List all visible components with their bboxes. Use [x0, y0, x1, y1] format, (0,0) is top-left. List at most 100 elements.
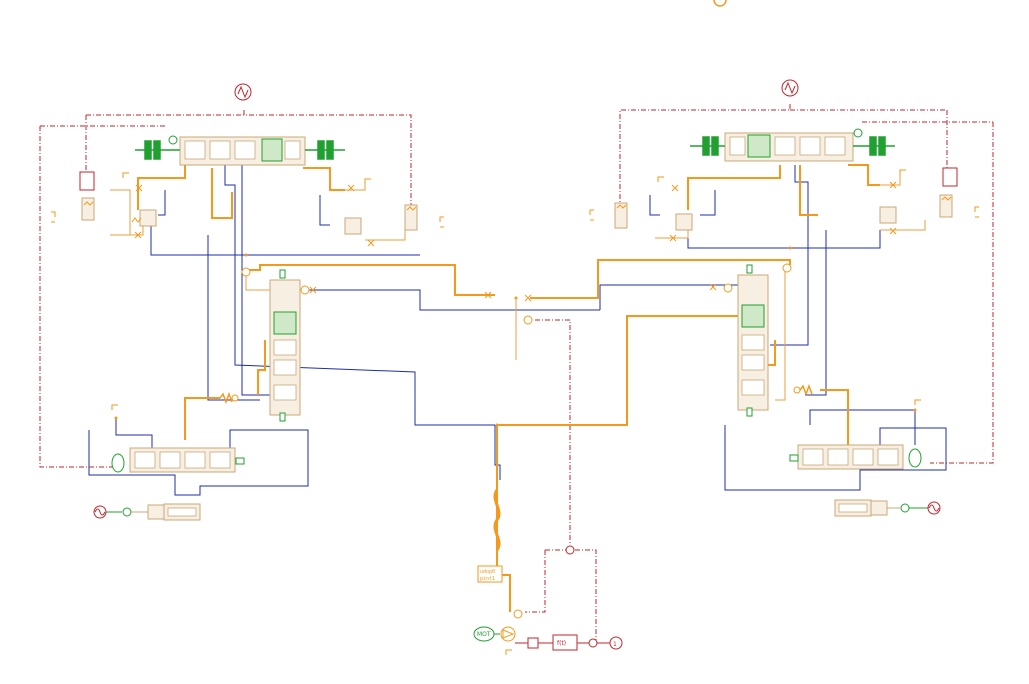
pump-group[interactable]: udop0 pint1 MOT f(t) 1: [473, 545, 623, 651]
orifice-icon: [309, 286, 317, 294]
top-indicator-icon: [713, 0, 727, 7]
orifice-icon: [135, 184, 143, 192]
right-gain-icon: [900, 503, 910, 513]
signal-line-left-outer: [243, 110, 412, 205]
signal-lines: [39, 104, 994, 642]
hydraulic-lines: [137, 164, 880, 612]
signal-line-left-top: [40, 125, 166, 128]
return-line-left-5: [88, 429, 309, 496]
orifice-icon: [367, 239, 375, 247]
pressure-line-right-valve: [687, 165, 781, 210]
left-speed-sensor[interactable]: [168, 135, 178, 145]
orifices: [134, 181, 897, 302]
tank-icon: [657, 176, 664, 182]
signal-line-bottom-loop: [545, 549, 597, 642]
return-line-left-9: [309, 289, 520, 311]
right-relief-valve[interactable]: [614, 167, 958, 231]
pressure-sensor-icon: [513, 609, 523, 619]
left-valve-position-sensor: [111, 453, 125, 473]
return-line-right-1: [687, 225, 881, 249]
tank-icon: [111, 404, 118, 410]
signal-junction-icon: [565, 545, 575, 555]
motor-block-left: [261, 138, 283, 162]
left-hydraulic-cylinder[interactable]: [269, 269, 301, 422]
right-accumulator-icon: [793, 386, 801, 394]
left-top-signal-source-icon[interactable]: [234, 83, 252, 101]
pressure-line-right-act2: [768, 340, 776, 366]
pressure-line-left-act2: [257, 340, 266, 395]
left-motor-icon: [147, 504, 165, 520]
left-valve-block[interactable]: [179, 136, 306, 166]
pilot-line-left-vert: [245, 270, 270, 291]
right-top-signal-source-icon[interactable]: [781, 79, 799, 97]
hose-flexible: [493, 489, 501, 551]
right-spring-accumulator-icon: [799, 383, 813, 397]
tank-icon: [589, 209, 594, 221]
tank-icon: [122, 172, 129, 178]
left-command-chain[interactable]: [93, 503, 201, 521]
gauge-text-2: pint1: [480, 576, 495, 582]
tanks: [51, 169, 979, 655]
tank-icon: [439, 216, 444, 228]
right-mechanical-shaft: [690, 136, 895, 156]
pressure-line-center-right: [530, 259, 791, 299]
signal-line-right-outer: [619, 104, 791, 205]
right-cylinder-top-sensor: [746, 264, 753, 274]
pressure-line-right-valve2: [799, 165, 818, 216]
right-hydraulic-cylinder[interactable]: [737, 264, 769, 417]
orifice-icon: [889, 181, 897, 189]
orifice-icon: [347, 184, 355, 192]
return-line-left-8: [319, 195, 330, 226]
pilot-line-right-vert: [775, 270, 786, 401]
right-speed-sensor[interactable]: [853, 128, 863, 138]
return-line-right-3: [805, 230, 827, 396]
pressure-sensor-icon: [723, 283, 733, 293]
pressure-sensors[interactable]: [241, 263, 792, 619]
pressure-line-to-pump: [497, 574, 511, 612]
signal-line-bottom-left: [525, 550, 546, 613]
pressure-line-right-r: [848, 164, 880, 186]
orifice-icon: [134, 231, 142, 239]
orifice-icon: [524, 294, 532, 302]
tank-icon: [505, 649, 512, 655]
tank-icon: [974, 206, 979, 218]
orifice-icon: [889, 227, 897, 235]
signal-line-center: [535, 319, 571, 545]
pressure-sensor-icon: [241, 267, 251, 277]
pressure-line-left-r: [303, 167, 345, 191]
pressure-line-left-valve: [137, 165, 186, 210]
pressure-sensor-icon: [300, 285, 310, 295]
return-line-left-2: [224, 165, 495, 426]
left-gain-icon: [122, 507, 132, 517]
pilot-line-right-3: [880, 175, 901, 186]
signal-line-right-box: [930, 122, 994, 464]
right-command-chain[interactable]: [834, 499, 941, 517]
return-line-right-4: [599, 284, 740, 310]
pilot-line-left-3: [365, 225, 406, 241]
orifice-icon: [484, 291, 492, 299]
right-valve-block[interactable]: [724, 132, 854, 162]
left-servo-valve[interactable]: [111, 447, 245, 473]
gauge-box: [477, 565, 503, 583]
left-cylinder-bottom-sensor: [279, 412, 286, 422]
pressure-line-center-left: [245, 264, 495, 296]
return-line-right-6: [809, 409, 916, 445]
return-line-left-1: [150, 225, 420, 256]
left-accumulator-icon: [231, 394, 239, 402]
return-line-left-7: [158, 190, 166, 216]
return-line-right-5: [724, 425, 947, 491]
return-line-left-3: [207, 235, 260, 401]
right-motor-icon: [870, 500, 888, 516]
function-text: f(t): [557, 640, 566, 647]
orifice-icon: [671, 184, 679, 192]
pressure-line-left-act: [184, 397, 220, 440]
gauge-text-1: udop0: [480, 569, 495, 575]
tank-icon: [914, 399, 921, 405]
left-relief-valve[interactable]: [79, 171, 418, 235]
right-valve-position-sensor: [908, 448, 922, 468]
left-spring-accumulator-icon: [219, 391, 233, 405]
right-servo-valve[interactable]: [789, 444, 922, 470]
orifice-icon: [669, 234, 677, 242]
motor-label: MOT: [477, 631, 491, 638]
